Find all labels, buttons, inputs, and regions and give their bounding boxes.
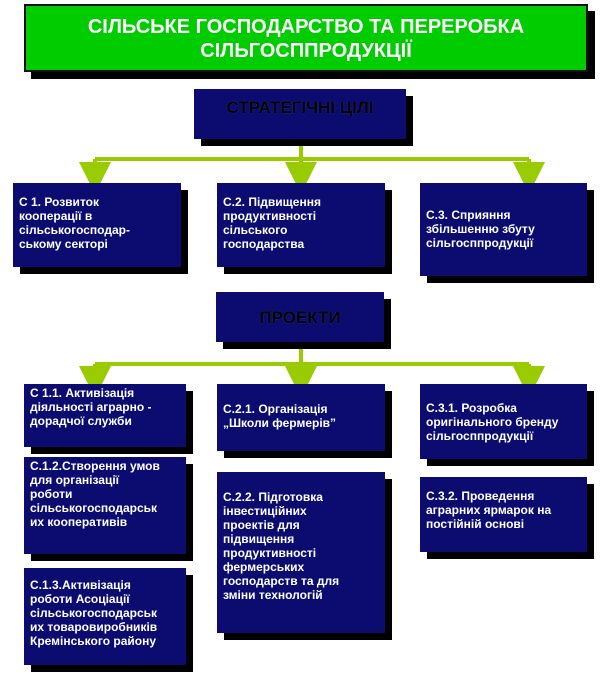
goal-box-c2: С.2. Підвищення продуктивності сільськог…: [217, 183, 385, 267]
goals-header: СТРАТЕГІЧНІ ЦІЛІ: [194, 89, 406, 139]
goal-box-c1: С 1. Розвиток кооперації в сільськогоспо…: [13, 183, 181, 267]
project-box-c3-1: С.3.1. Розробка оригінального бренду сіл…: [420, 384, 587, 459]
project-box-c1-1: С 1.1. Активізація діяльності аграрно - …: [24, 384, 186, 447]
goal-box-c3: С.3. Сприяння збільшенню збуту сільгоспп…: [420, 183, 587, 276]
page-title: СІЛЬСЬКЕ ГОСПОДАРСТВО ТА ПЕРЕРОБКА СІЛЬГ…: [24, 4, 588, 72]
project-box-c1-2: С.1.2.Створення умов для організації роб…: [24, 457, 186, 554]
project-box-c2-2: С.2.2. Підготовка інвестиційних проектів…: [217, 472, 385, 633]
project-box-c3-2: С.3.2. Проведення аграрних ярмарок на по…: [420, 477, 587, 552]
projects-header: ПРОЕКТИ: [216, 292, 384, 342]
project-box-c1-3: С.1.3.Активізація роботи Асоціації сільс…: [24, 568, 186, 665]
project-box-c2-1: С.2.1. Організація „Школи фермерів”: [217, 384, 385, 451]
